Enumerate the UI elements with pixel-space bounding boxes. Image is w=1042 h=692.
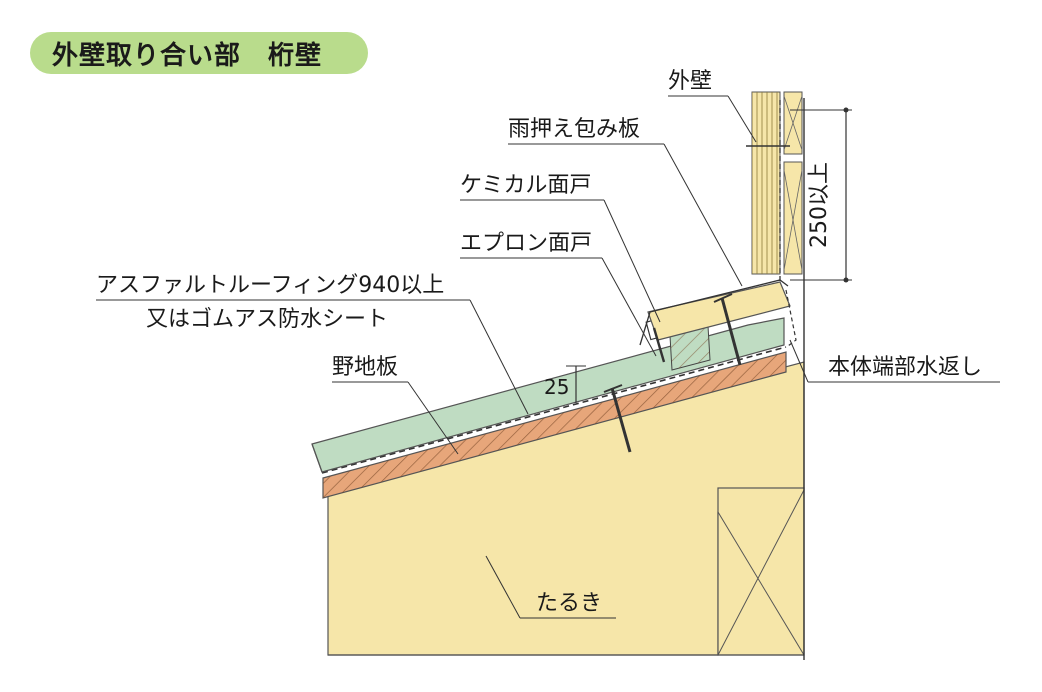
svg-text:本体端部水返し: 本体端部水返し <box>828 355 982 380</box>
label-rafter: たるき <box>485 555 616 619</box>
label-apron-face: エプロン面戸 <box>460 231 657 357</box>
label-rain-flashing: 雨押え包み板 <box>508 117 743 287</box>
screw-2 <box>713 293 742 366</box>
svg-text:ケミカル面戸: ケミカル面戸 <box>460 173 591 198</box>
screw-1 <box>603 384 632 453</box>
svg-text:アスファルトルーフィング940以上: アスファルトルーフィング940以上 <box>96 273 444 298</box>
svg-text:たるき: たるき <box>536 591 602 616</box>
diagram-title: 外壁取り合い部 桁壁 <box>52 40 323 71</box>
svg-text:外壁: 外壁 <box>668 69 712 94</box>
svg-text:又はゴムアス防水シート: 又はゴムアス防水シート <box>146 307 388 332</box>
dimension-250: 250以上 <box>790 107 852 283</box>
screw-3 <box>652 327 666 363</box>
dimension-25-label: 25 <box>544 375 569 399</box>
underlay-sheet <box>321 346 787 474</box>
label-outer-wall: 外壁 <box>668 69 757 143</box>
label-chemical-face: ケミカル面戸 <box>460 173 661 323</box>
dimension-250-label: 250以上 <box>807 162 832 248</box>
label-sheathing: 野地板 <box>332 355 459 455</box>
svg-text:雨押え包み板: 雨押え包み板 <box>508 117 640 142</box>
label-edge-return: 本体端部水返し <box>789 339 1000 383</box>
svg-text:野地板: 野地板 <box>332 355 398 380</box>
label-underlay: アスファルトルーフィング940以上 又はゴムアス防水シート <box>96 273 529 415</box>
dimension-25: 25 <box>544 365 586 403</box>
svg-text:エプロン面戸: エプロン面戸 <box>460 231 592 256</box>
title-badge: 外壁取り合い部 桁壁 <box>30 32 368 74</box>
